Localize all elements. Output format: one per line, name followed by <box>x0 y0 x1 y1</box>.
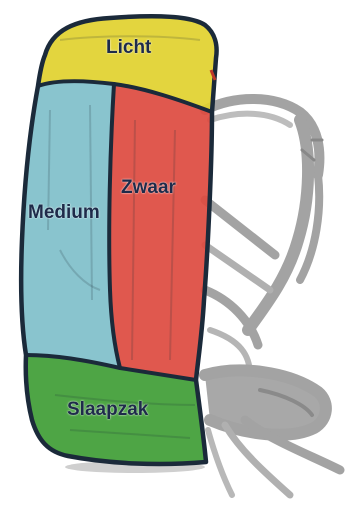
zone-left-label: Medium <box>28 203 100 222</box>
zone-top-label: Licht <box>106 38 151 57</box>
backpack-harness <box>205 99 340 495</box>
zone-left-area <box>21 81 120 368</box>
zone-right-label: Zwaar <box>121 178 176 197</box>
zone-right-area <box>109 84 212 380</box>
zone-bottom-label: Slaapzak <box>67 400 148 419</box>
